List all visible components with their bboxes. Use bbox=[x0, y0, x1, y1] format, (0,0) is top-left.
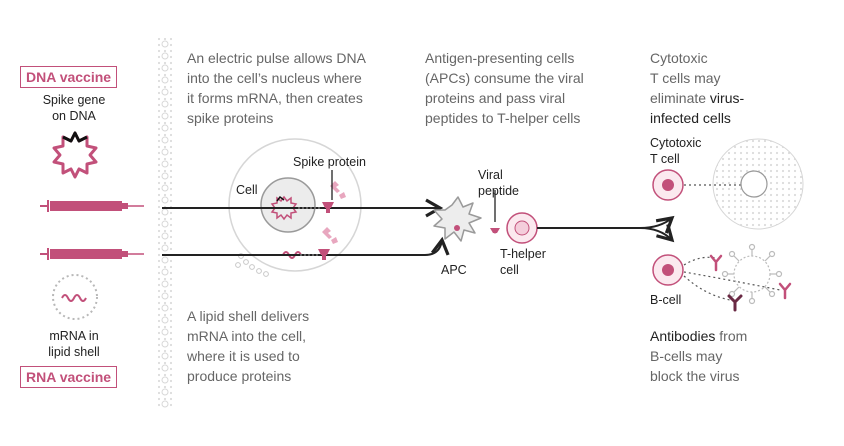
t-helper-label-line-1: T-helper bbox=[500, 247, 546, 261]
spike-protein-icon bbox=[318, 202, 334, 260]
tcell-step-line-3: eliminate virus- bbox=[650, 88, 744, 108]
apc-step-line-2: (APCs) consume the viral bbox=[425, 70, 584, 86]
infected-cell bbox=[712, 138, 804, 230]
dna-step-line-1: An electric pulse allows DNA bbox=[187, 50, 366, 66]
dna-step-line-2: into the cell’s nucleus where bbox=[187, 70, 362, 86]
viral-peptide-label-line-2: peptide bbox=[478, 184, 520, 198]
bcell-step-emphasis: Antibodies bbox=[650, 328, 716, 344]
viral-peptide-icon bbox=[490, 228, 500, 234]
apc-step-description: Antigen-presenting cells (APCs) consume … bbox=[425, 48, 584, 128]
flow-arrow-bcell bbox=[639, 224, 675, 243]
apc-label: APC bbox=[441, 263, 467, 277]
tcell-step-emphasis-1: virus- bbox=[709, 90, 745, 106]
rna-step-description: A lipid shell delivers mRNA into the cel… bbox=[187, 306, 309, 386]
flow-arrow-rna bbox=[162, 236, 450, 256]
rna-step-line-3: where it is used to bbox=[187, 348, 300, 364]
apc-step-line-3: proteins and pass viral bbox=[425, 90, 566, 106]
bcell-step-description: Antibodies from B-cells may block the vi… bbox=[650, 326, 747, 386]
syringe-icon bbox=[40, 248, 144, 260]
t-helper-label: T-helper cell bbox=[500, 246, 546, 278]
membrane-beads bbox=[161, 40, 169, 408]
cytotoxic-label: Cytotoxic T cell bbox=[650, 135, 701, 167]
cell-label: Cell bbox=[236, 183, 258, 197]
bcell-step-line-1-text: from bbox=[715, 328, 748, 344]
bcell-step-line-3: block the virus bbox=[650, 368, 740, 384]
viral-peptide-label: Viral peptide bbox=[478, 167, 519, 199]
dna-label-line-1: Spike gene bbox=[42, 93, 106, 107]
dna-step-line-3: it forms mRNA, then creates bbox=[187, 90, 363, 106]
rna-step-line-1: A lipid shell delivers bbox=[187, 308, 310, 324]
antibody-icon bbox=[727, 294, 743, 312]
dna-step-line-4: spike proteins bbox=[187, 110, 274, 126]
t-helper-cell bbox=[506, 212, 538, 244]
dna-label: Spike gene on DNA bbox=[14, 92, 134, 124]
flow-arrow-tcell bbox=[537, 215, 675, 234]
b-cell-label: B-cell bbox=[650, 293, 682, 307]
tcell-step-line-2: T cells may bbox=[650, 70, 721, 86]
b-cell bbox=[652, 254, 684, 286]
tcell-step-line-3-text: eliminate bbox=[650, 90, 710, 106]
spike-protein-label: Spike protein bbox=[293, 155, 366, 169]
apc-step-line-1: Antigen-presenting cells bbox=[425, 50, 575, 66]
rna-label: mRNA in lipid shell bbox=[14, 328, 134, 360]
tcell-step-emphasis-2: infected cells bbox=[650, 110, 731, 126]
viral-peptide-label-line-1: Viral bbox=[478, 168, 503, 182]
t-helper-label-line-2: cell bbox=[500, 263, 519, 277]
rna-vaccine-badge: RNA vaccine bbox=[20, 366, 118, 388]
dna-step-description: An electric pulse allows DNA into the ce… bbox=[187, 48, 366, 128]
virus-icon bbox=[721, 243, 783, 305]
cytotoxic-t-cell bbox=[652, 169, 684, 201]
rna-label-line-2: lipid shell bbox=[48, 345, 100, 359]
rna-step-line-2: mRNA into the cell, bbox=[187, 328, 307, 344]
cytotoxic-label-line-1: Cytotoxic bbox=[650, 136, 702, 150]
lipid-shell-icon bbox=[52, 274, 98, 320]
cytotoxic-label-line-2: T cell bbox=[650, 152, 680, 166]
tcell-step-line-1: Cytotoxic bbox=[650, 50, 708, 66]
bcell-step-line-1: Antibodies from bbox=[650, 326, 747, 346]
apc-cell-icon bbox=[433, 196, 482, 242]
tcell-step-description: Cytotoxic T cells may eliminate virus- i… bbox=[650, 48, 744, 128]
bcell-step-line-2: B-cells may bbox=[650, 348, 723, 364]
apc-step-line-4: peptides to T-helper cells bbox=[425, 110, 581, 126]
dna-vaccine-badge: DNA vaccine bbox=[20, 66, 118, 88]
rna-step-line-4: produce proteins bbox=[187, 368, 292, 384]
dna-plasmid-icon bbox=[52, 131, 98, 179]
rna-label-line-1: mRNA in bbox=[49, 329, 99, 343]
antibody-icon bbox=[709, 254, 792, 300]
syringe-icon bbox=[40, 200, 144, 212]
dna-label-line-2: on DNA bbox=[52, 109, 96, 123]
